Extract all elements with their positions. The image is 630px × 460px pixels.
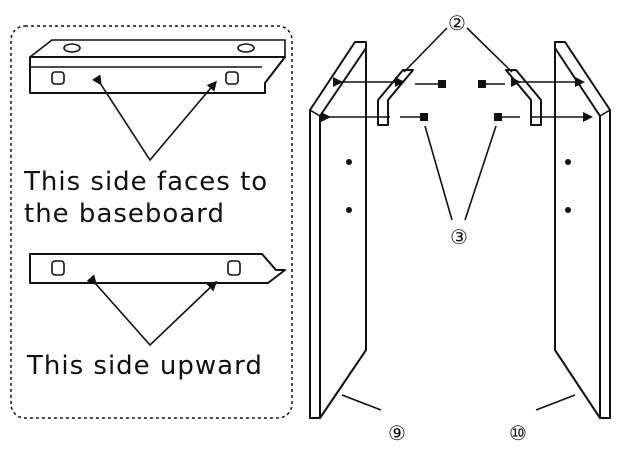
- callout-left-panel-number: ⑨: [388, 421, 406, 445]
- callout-bracket: ②: [403, 11, 513, 73]
- callout-bracket-number: ②: [448, 11, 466, 35]
- bracket-top-view: [29, 39, 286, 162]
- callout-screw-number: ③: [450, 225, 468, 249]
- callout-screw: ③: [424, 125, 497, 249]
- callout-right-panel-number: ⑩: [509, 421, 527, 445]
- caption-faces-baseboard-line2: the baseboard: [24, 199, 225, 229]
- caption-faces-baseboard-line1: This side faces to: [23, 167, 268, 197]
- inset-border: [10, 25, 293, 419]
- left-side-panel: [309, 41, 446, 419]
- caption-side-upward: This side upward: [26, 351, 263, 381]
- right-side-panel: [478, 41, 611, 419]
- right-bracket: [478, 69, 593, 126]
- left-bracket: [321, 69, 446, 126]
- bracket-side-view: [29, 253, 286, 347]
- orientation-inset: This side faces to the baseboard This si…: [10, 25, 293, 419]
